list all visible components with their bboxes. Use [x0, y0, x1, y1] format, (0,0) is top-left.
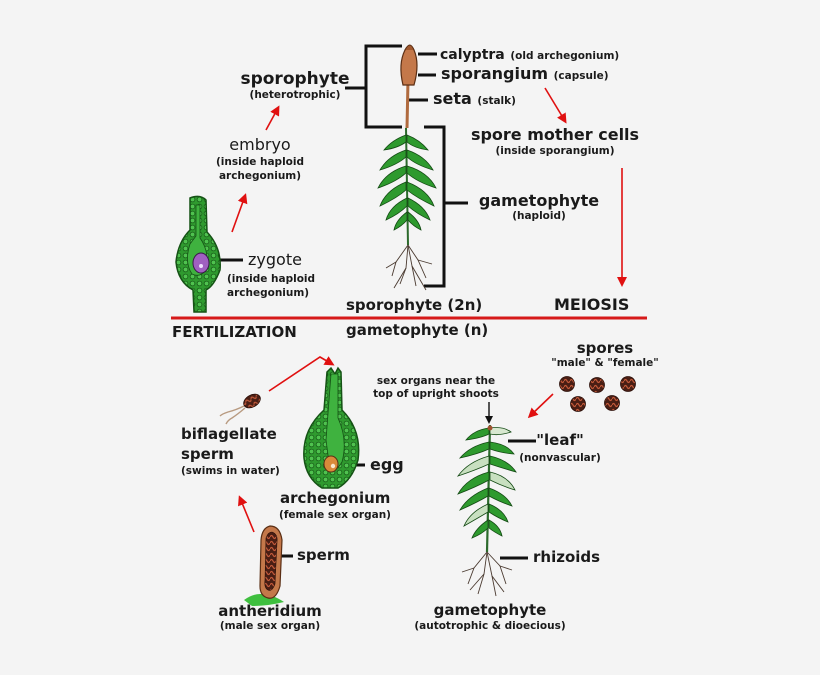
calyptra-subtitle: (old archegonium) [510, 50, 620, 62]
archegonium-illustration [303, 366, 360, 489]
spores-illustration [559, 376, 636, 412]
gametophyte-n-label: gametophyte (n) [346, 321, 489, 339]
sex-organs-note-line2: top of upright shoots [373, 388, 499, 400]
biflagellate-label-line1: biflagellate [181, 425, 277, 443]
meiosis-label: MEIOSIS [554, 295, 630, 314]
calyptra-title: calyptra [440, 47, 505, 63]
archegonium-label: archegonium [280, 489, 391, 507]
cycle-arrows [231, 87, 627, 533]
biflagellate-label-line2: sperm [181, 445, 234, 463]
spores-label: spores [576, 339, 634, 357]
sporophyte-bracket [345, 44, 402, 129]
embryo-label: embryo [229, 135, 291, 154]
gametophyte-haploid-subtitle: (haploid) [512, 210, 566, 222]
sporophyte-2n-label: sporophyte (2n) [346, 296, 483, 314]
seta-label: seta (stalk) [433, 91, 516, 107]
zygote-subtitle-line2: archegonium) [227, 287, 310, 299]
seta-title: seta [433, 89, 472, 108]
sporangium-subtitle: (capsule) [553, 70, 609, 82]
embryo-subtitle-line2: archegonium) [218, 170, 302, 182]
leaf-subtitle: (nonvascular) [519, 452, 601, 464]
sporophyte-subtitle: (heterotrophic) [249, 89, 341, 101]
antheridium-subtitle: (male sex organ) [219, 620, 321, 632]
sporangium-title: sporangium [441, 64, 549, 83]
spore-mother-cells-subtitle: (inside sporangium) [495, 145, 615, 157]
embryo-subtitle-line1: (inside haploid [215, 156, 305, 168]
spores-subtitle: "male" & "female" [551, 357, 659, 369]
antheridium-label: antheridium [218, 602, 322, 620]
zygote-label: zygote [248, 250, 302, 269]
sporophyte-plant-illustration [377, 44, 437, 291]
antheridium-illustration [244, 525, 284, 606]
gametophyte-label: gametophyte [433, 601, 547, 619]
zygote-subtitle-line1: (inside haploid [227, 273, 316, 285]
fertilization-label: FERTILIZATION [172, 323, 297, 341]
zygote-archegonium-illustration [175, 195, 221, 313]
sporangium-label: sporangium (capsule) [441, 66, 609, 82]
gametophyte-haploid-label: gametophyte [478, 191, 600, 210]
rhizoids-label: rhizoids [533, 548, 601, 566]
sperm-label: sperm [297, 546, 350, 564]
leaf-label: "leaf" [536, 431, 584, 449]
sex-organs-note-line1: sex organs near the [376, 375, 496, 387]
biflagellate-subtitle: (swims in water) [181, 465, 280, 477]
sporophyte-label: sporophyte [240, 69, 350, 89]
gametophyte-subtitle: (autotrophic & dioecious) [414, 620, 566, 632]
biflagellate-sperm-illustration [219, 393, 261, 425]
egg-label: egg [370, 455, 404, 474]
spore-mother-cells-label: spore mother cells [470, 125, 640, 144]
seta-subtitle: (stalk) [477, 95, 516, 107]
gametophyte-shoot-illustration [456, 424, 517, 597]
archegonium-subtitle: (female sex organ) [279, 509, 391, 521]
calyptra-label: calyptra (old archegonium) [440, 46, 619, 62]
gametophyte-bracket [424, 125, 468, 288]
